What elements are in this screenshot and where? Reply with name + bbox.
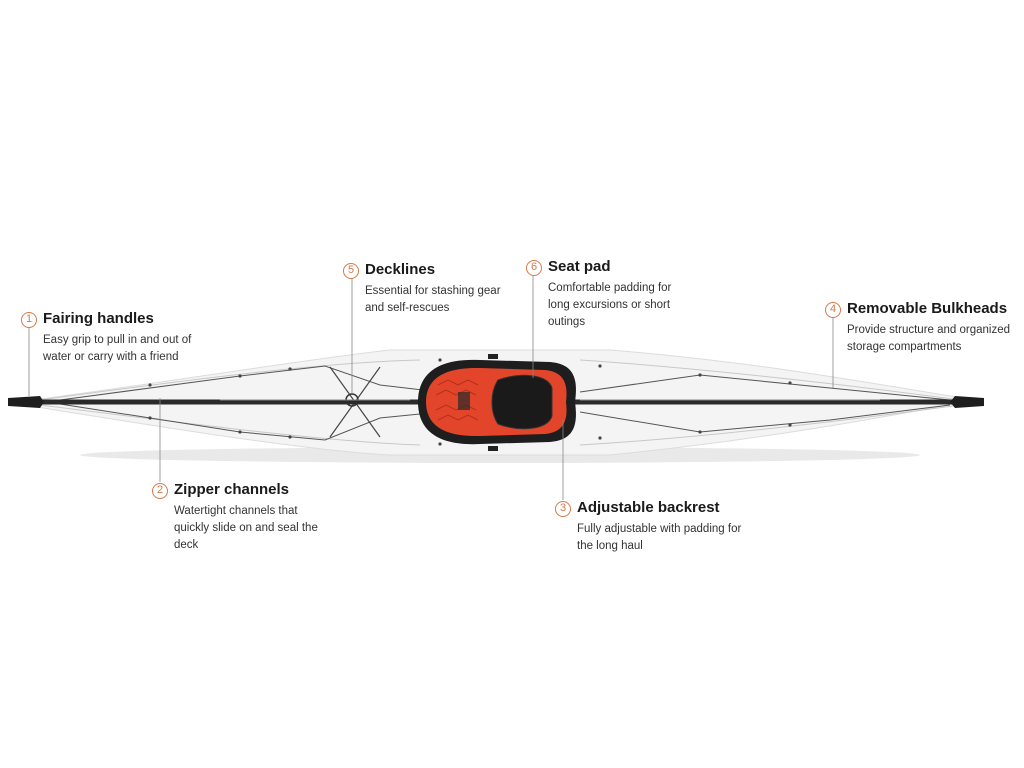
callout-description: Comfortable padding for long excursions … [548, 282, 672, 328]
deck-seam [579, 404, 961, 446]
deck-seam [39, 404, 421, 446]
callout-title: Decklines [365, 261, 436, 278]
backrest-strap [488, 354, 498, 359]
callout-description: Watertight channels that quickly slide o… [174, 505, 318, 551]
deck-seam [39, 359, 421, 401]
callout-number: 2 [152, 483, 168, 499]
callout-title: Zipper channels [174, 481, 290, 498]
callout-title: Seat pad [548, 258, 611, 275]
seat-pad [491, 374, 553, 430]
fairing-handle-rear [950, 396, 984, 408]
callout-title: Removable Bulkheads [847, 300, 1008, 317]
cockpit-logo [458, 392, 470, 410]
deckline [579, 374, 951, 401]
deckline [59, 365, 441, 401]
deckline [579, 404, 951, 433]
callout-number: 6 [526, 260, 542, 276]
leader-lines [28, 276, 834, 500]
deck-fittings [148, 358, 792, 446]
callout-number: 4 [825, 302, 841, 318]
callout-title: Fairing handles [43, 310, 154, 327]
callout-description: Provide structure and organized storage … [847, 324, 1011, 353]
fairing-handle-front [8, 396, 44, 408]
callout-title: Adjustable backrest [577, 499, 720, 516]
backrest-strap [488, 446, 498, 451]
callout-description: Fully adjustable with padding for the lo… [577, 523, 742, 552]
callout-description: Essential for stashing gear and self-res… [365, 285, 501, 314]
callout-number: 5 [343, 263, 359, 279]
callout-number: 1 [21, 312, 37, 328]
callout-number: 3 [555, 501, 571, 517]
deckline [59, 403, 441, 441]
callout-description: Easy grip to pull in and out of water or… [43, 334, 192, 363]
deck-seam [579, 359, 961, 401]
